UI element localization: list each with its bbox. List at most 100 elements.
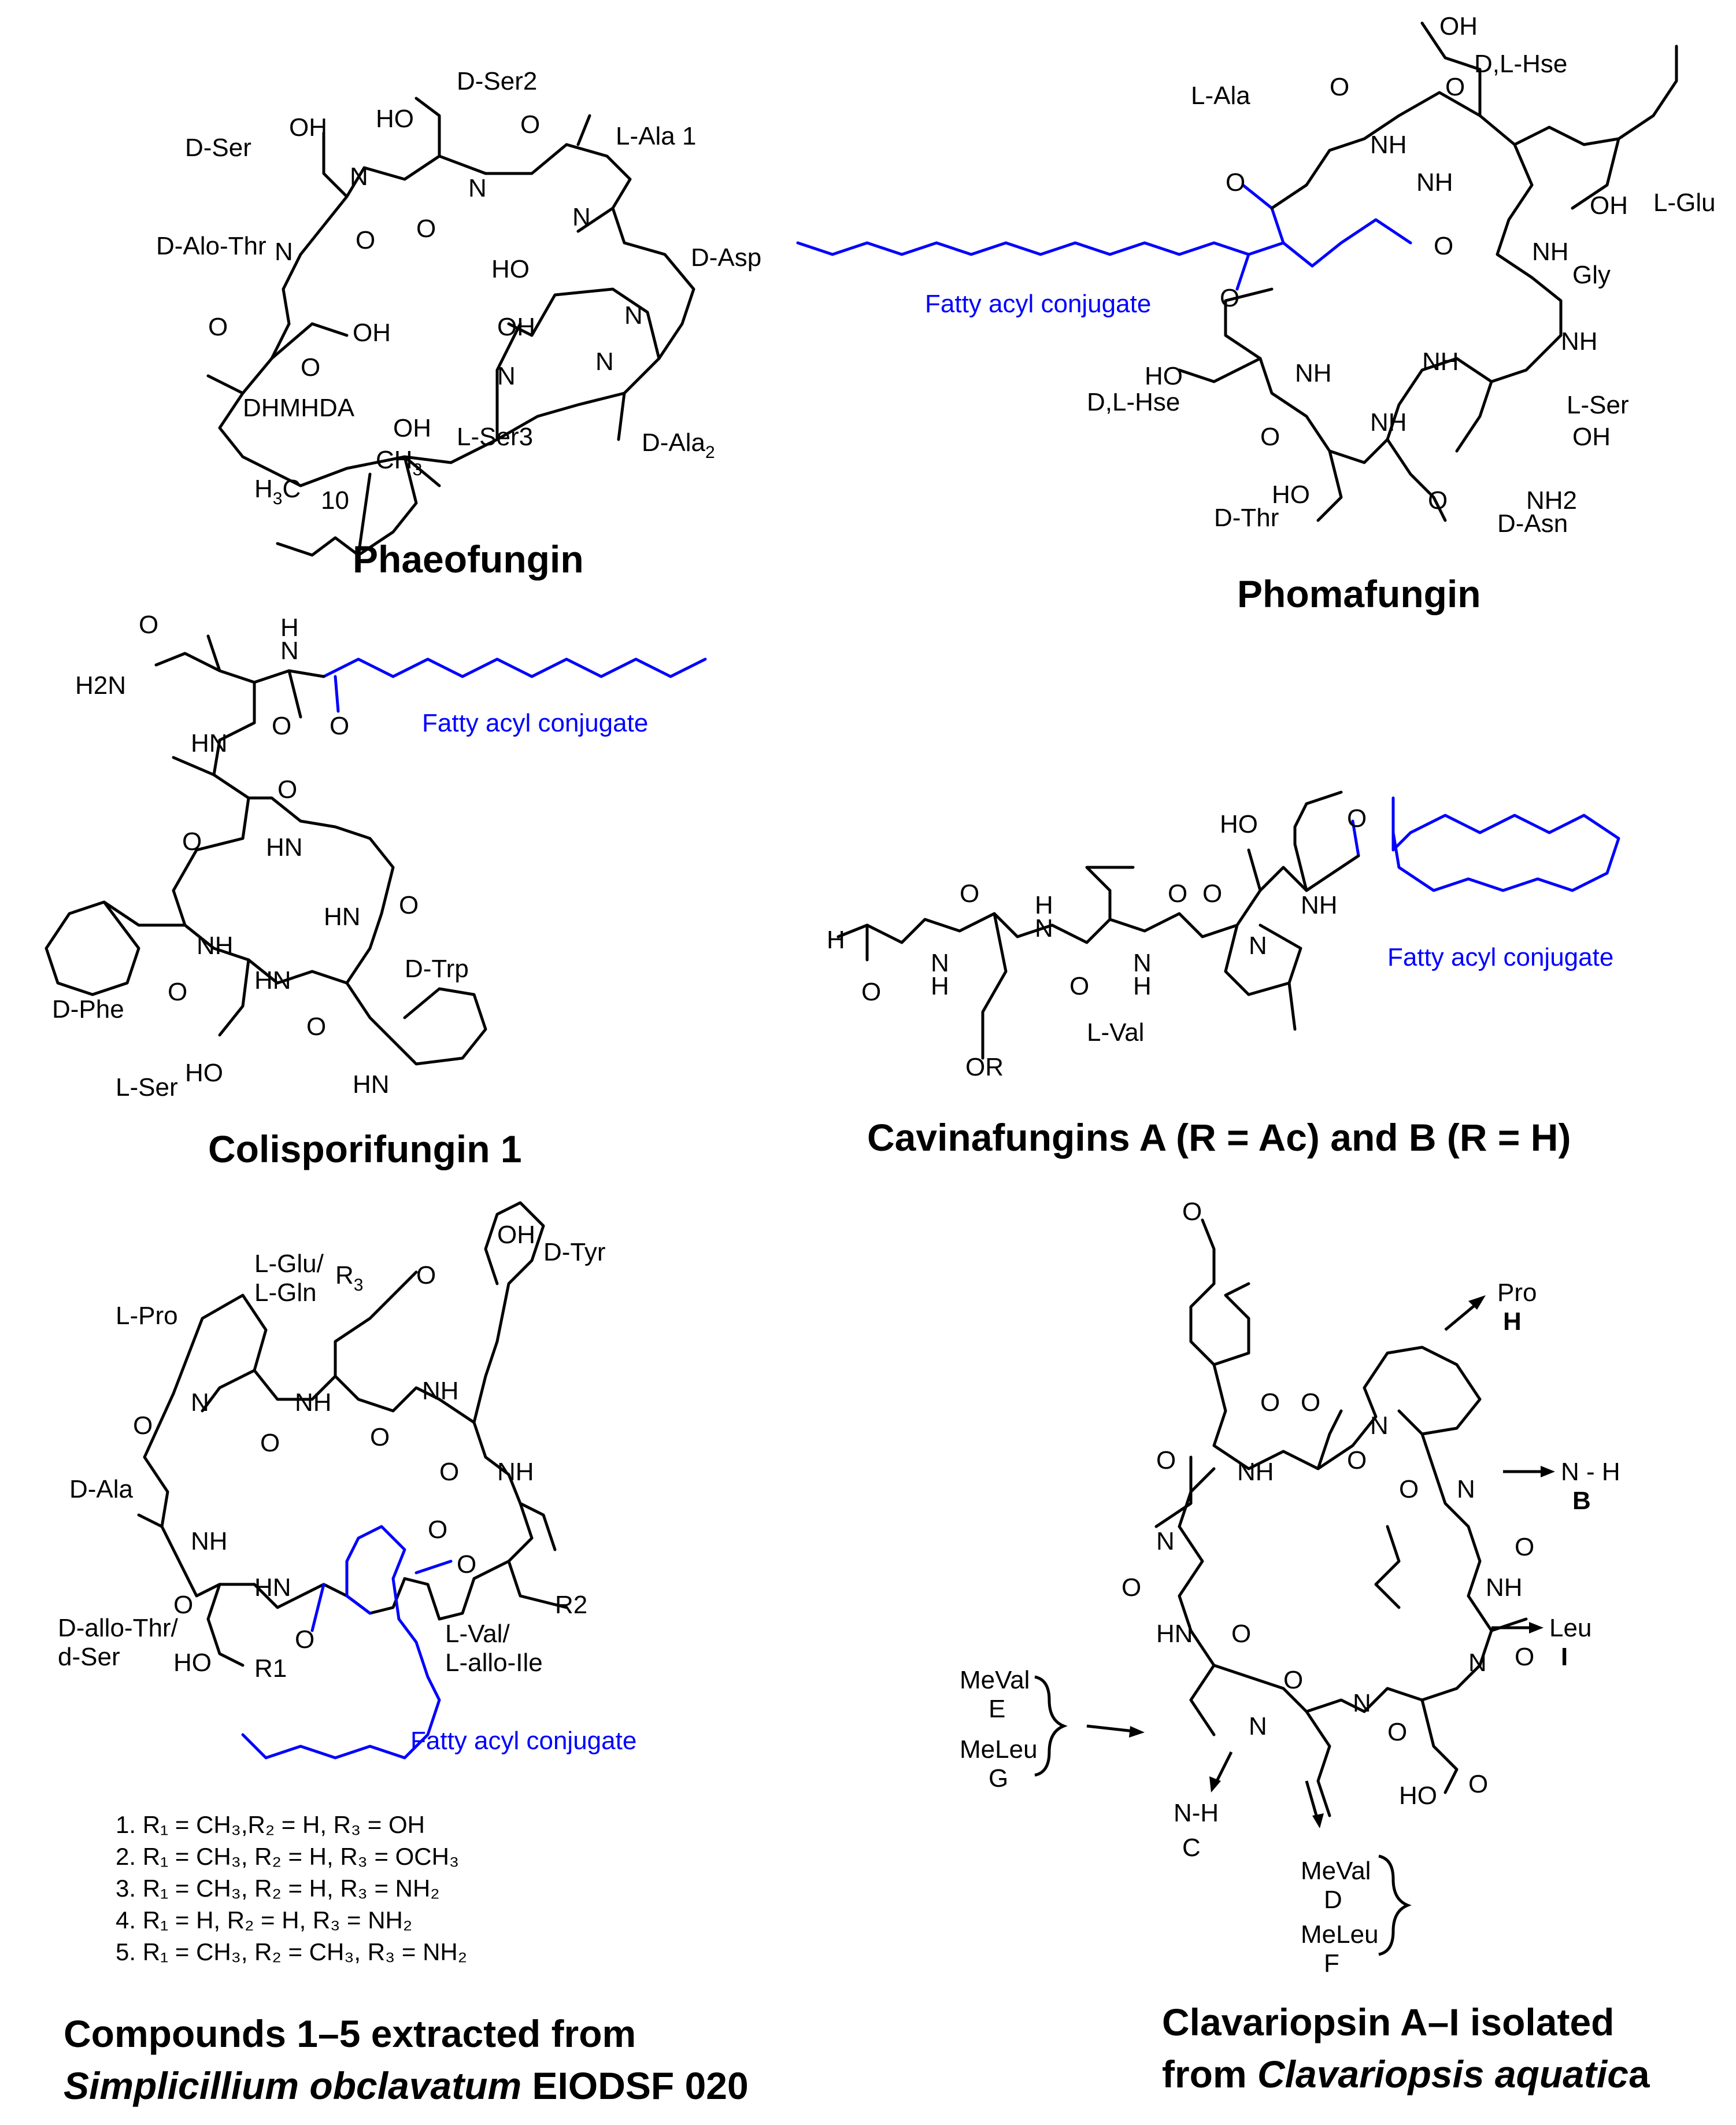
atom-ho-1: HO — [376, 105, 414, 133]
atom-o-fatty: O — [295, 1625, 314, 1654]
atom-nh-2: NH — [1486, 1573, 1523, 1602]
atom-ho: HO — [1399, 1782, 1437, 1810]
arrowhead-leu — [1529, 1622, 1543, 1634]
residue-l-glu: L-Glu — [1653, 189, 1716, 217]
brace-bottom — [1378, 1854, 1412, 1956]
species-name: Simplicillium obclavatum — [64, 2064, 521, 2107]
atom-o-2: O — [1445, 73, 1465, 101]
atom-n-6: N — [595, 348, 614, 376]
atom-n-2: N — [1156, 1527, 1175, 1555]
atom-oh-2: OH — [497, 313, 535, 341]
cavinafungins-fatty-label: Fatty acyl conjugate — [1387, 943, 1613, 971]
atom-o-3: O — [1434, 232, 1453, 260]
colisporifungin-structure — [45, 634, 707, 1066]
atom-o-2: O — [1156, 1446, 1176, 1474]
atom-n-4: N — [275, 238, 293, 266]
atom-r3: R3 — [335, 1261, 363, 1295]
atom-n-pro: N — [191, 1388, 209, 1417]
residue-gly: Gly — [1572, 261, 1611, 289]
atom-h-3: H — [1133, 972, 1152, 1000]
phomafungin-structure — [796, 21, 1678, 522]
atom-o-3: O — [277, 775, 297, 804]
atom-n-3: N — [572, 203, 591, 231]
atom-n-4: N — [1353, 1689, 1371, 1717]
atom-o-2: O — [133, 1411, 153, 1440]
atom-h: H — [827, 926, 845, 954]
atom-oh-3: OH — [353, 319, 391, 347]
atom-n-1: N — [350, 162, 368, 191]
arrowhead-pro — [1468, 1295, 1486, 1310]
atom-n: N — [280, 637, 299, 665]
atom-o-3: O — [416, 215, 436, 243]
atom-hn-4: HN — [254, 966, 291, 995]
residue-d-ser: d-Ser — [58, 1643, 120, 1671]
atom-o-2: O — [272, 712, 291, 740]
residue-d-asp: D-Asp — [691, 243, 761, 272]
atom-o-5: O — [399, 891, 419, 919]
atom-hn-2: HN — [266, 833, 303, 862]
atom-h: H — [280, 614, 299, 642]
label-i: I — [1561, 1643, 1568, 1671]
atom-o-fatty-1: O — [1226, 168, 1245, 197]
atom-h3c: H3C — [254, 475, 301, 508]
atom-o-ester-1: O — [1260, 1388, 1280, 1417]
label-h: H — [1503, 1307, 1522, 1336]
atom-n-3: N — [1133, 949, 1152, 977]
clavariopsin-labels: O O O N O NH O N O N O NH O HN O N O O N… — [960, 1198, 1650, 2096]
label-meleu-g: MeLeu — [960, 1735, 1038, 1764]
atom-hn-1: HN — [191, 729, 228, 757]
atom-n-b: N — [1457, 1475, 1475, 1503]
compound-legend-1: 1. R₁ = CH₃,R₂ = H, R₃ = OH — [116, 1811, 425, 1838]
label-meval-d: MeVal — [1301, 1857, 1371, 1885]
atom-n-1: N — [931, 949, 949, 977]
atom-chain-10: 10 — [321, 486, 349, 515]
residue-d-thr: D-Thr — [1214, 504, 1279, 532]
residue-dhmhda: DHMHDA — [243, 394, 355, 422]
atom-o-3: O — [260, 1429, 280, 1457]
residue-l-ser3: L-Ser3 — [457, 423, 533, 451]
label-f: F — [1324, 1949, 1339, 1978]
residue-dl-hse-2: D,L-Hse — [1087, 388, 1180, 416]
atom-nh-4: NH — [191, 1527, 228, 1555]
atom-oh-tyr: OH — [497, 1221, 535, 1249]
residue-d-alo-thr: D-Alo-Thr — [156, 232, 266, 260]
atom-o-methoxy: O — [1182, 1198, 1202, 1226]
atom-oh-1: OH — [289, 113, 327, 142]
atom-oh-ser: OH — [1572, 423, 1611, 451]
d-ala-subscript: 2 — [705, 443, 715, 462]
species-name: Clavariopsis aquatic — [1257, 2053, 1628, 2096]
title-compounds-line1: Compounds 1–5 extracted from — [64, 2012, 636, 2055]
arrowhead-meval-d — [1312, 1813, 1324, 1828]
atom-o-9: O — [1387, 1718, 1407, 1746]
ch3-subscript: 3 — [413, 460, 423, 479]
residue-d-asn: D-Asn — [1497, 509, 1568, 538]
atom-o-7: O — [1515, 1643, 1534, 1671]
atom-o-5: O — [301, 353, 320, 382]
h3c-h: H — [254, 475, 273, 503]
title-clavariopsin-line2: from Clavariopsis aquatica — [1162, 2053, 1650, 2096]
label-e: E — [989, 1695, 1005, 1723]
atom-o-8: O — [1283, 1666, 1303, 1694]
atom-hn-indole: HN — [353, 1070, 390, 1099]
clavariopsin-structure — [1154, 1218, 1528, 1817]
compounds-labels: OH D-Tyr L-Glu/ L-Gln L-Pro D-Ala D-allo… — [58, 1221, 749, 2107]
title-phaeofungin: Phaeofungin — [353, 538, 584, 581]
atom-h-2: H — [1035, 891, 1053, 919]
atom-ho-thr: HO — [1272, 481, 1310, 509]
colisporifungin-labels: H N H2N O O O HN HN O O O HN NH HN O O H… — [52, 611, 648, 1170]
atom-o-6: O — [428, 1516, 447, 1544]
atom-n-pip: N — [1370, 1411, 1389, 1440]
label-pro: Pro — [1497, 1278, 1537, 1307]
compound-legend-3: 3. R₁ = CH₃, R₂ = H, R₃ = NH₂ — [116, 1875, 440, 1902]
atom-nh-6: NH — [1370, 408, 1407, 437]
label-b: B — [1572, 1487, 1591, 1515]
residue-d-phe: D-Phe — [52, 995, 124, 1023]
phaeofungin-labels: D-Ser2 L-Ala 1 D-Ser D-Alo-Thr D-Asp DHM… — [156, 67, 761, 581]
atom-n-ring: N — [1249, 932, 1267, 960]
strain-id: EIODSF 020 — [521, 2064, 749, 2107]
title-clavariopsin-line1: Clavariopsin A–I isolated — [1162, 2001, 1614, 2043]
atom-nh-5: NH — [1295, 359, 1332, 387]
atom-ho: HO — [185, 1059, 223, 1087]
atom-hn-1: NH — [1416, 168, 1453, 197]
